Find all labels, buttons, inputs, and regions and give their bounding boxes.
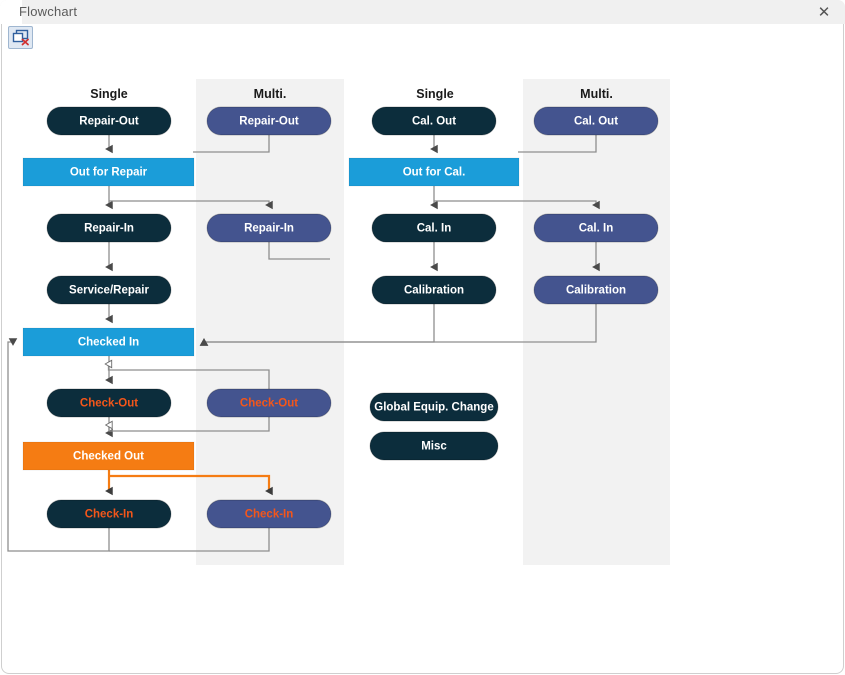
flow-node-repair-out[interactable]: Repair-Out [207,107,331,135]
flow-node-repair-out[interactable]: Repair-Out [47,107,171,135]
flow-node-out-for-repair[interactable]: Out for Repair [23,158,194,186]
flow-node-cal-out[interactable]: Cal. Out [534,107,658,135]
flow-node-checked-in[interactable]: Checked In [23,328,194,356]
node-label: Calibration [404,285,464,297]
content-panel: SingleMulti.SingleMulti. Repair-OutRepai… [1,24,844,674]
node-label: Repair-In [84,223,134,235]
node-label: Cal. Out [574,116,618,128]
flow-node-cal-in[interactable]: Cal. In [372,214,496,242]
node-label: Out for Repair [70,167,148,179]
flow-node-check-in[interactable]: Check-In [207,500,331,528]
flow-node-check-out[interactable]: Check-Out [207,389,331,417]
column-header-col4: Multi. [580,87,613,101]
node-label: Service/Repair [69,285,149,297]
window-titlebar: Flowchart ✕ [0,0,845,24]
node-label: Check-In [245,509,294,521]
flow-node-cal-in[interactable]: Cal. In [534,214,658,242]
node-label: Misc [421,441,447,453]
close-window-toolbar-button[interactable] [8,26,33,49]
node-label: Cal. Out [412,116,456,128]
flowchart-svg: SingleMulti.SingleMulti. Repair-OutRepai… [2,52,844,672]
flow-node-misc[interactable]: Misc [370,432,498,460]
node-label: Cal. In [417,223,452,235]
node-label: Repair-In [244,223,294,235]
node-label: Out for Cal. [403,167,466,179]
window-title: Flowchart [19,4,77,19]
flow-node-calibration[interactable]: Calibration [372,276,496,304]
node-label: Cal. In [579,223,614,235]
flow-node-calibration[interactable]: Calibration [534,276,658,304]
flowchart-canvas: SingleMulti.SingleMulti. Repair-OutRepai… [2,52,844,672]
flow-node-cal-out[interactable]: Cal. Out [372,107,496,135]
flow-node-repair-in[interactable]: Repair-In [207,214,331,242]
node-label: Checked Out [73,451,144,463]
column-header-col2: Multi. [254,87,287,101]
flow-node-check-in[interactable]: Check-In [47,500,171,528]
node-label: Check-In [85,509,134,521]
node-label: Repair-Out [79,116,139,128]
node-label: Repair-Out [239,116,299,128]
close-window-button[interactable]: ✕ [807,0,841,24]
flow-node-service-repair[interactable]: Service/Repair [47,276,171,304]
node-label: Checked In [78,337,139,349]
toolbar [2,24,844,52]
column-header-col1: Single [90,87,128,101]
node-label: Check-Out [240,398,298,410]
flow-node-checked-out[interactable]: Checked Out [23,442,194,470]
column-header-col3: Single [416,87,454,101]
flow-node-repair-in[interactable]: Repair-In [47,214,171,242]
flow-node-global-equip-change[interactable]: Global Equip. Change [370,393,498,421]
flow-node-check-out[interactable]: Check-Out [47,389,171,417]
node-label: Check-Out [80,398,138,410]
node-label: Global Equip. Change [374,402,493,414]
close-window-icon [12,29,30,46]
flow-node-out-for-cal[interactable]: Out for Cal. [349,158,519,186]
node-label: Calibration [566,285,626,297]
close-icon: ✕ [818,5,831,20]
